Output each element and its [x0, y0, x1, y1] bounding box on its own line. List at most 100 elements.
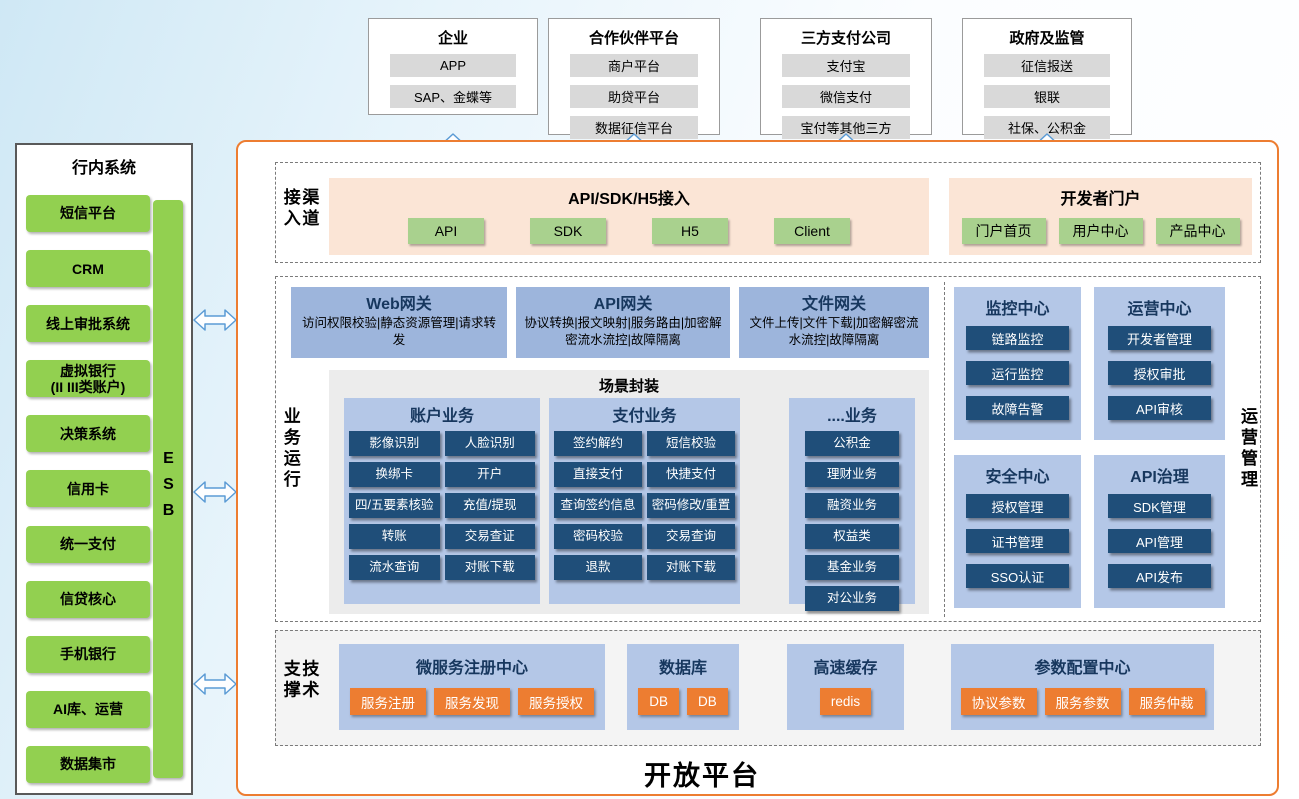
business-function-item: 短信校验 — [647, 431, 735, 456]
gateway-title: API网关 — [593, 296, 653, 313]
panel-title: 账户业务 — [409, 408, 474, 425]
tech-item: DB — [638, 688, 679, 715]
developer-portal-buttons: 门户首页用户中心产品中心 — [949, 218, 1252, 244]
portal-button: 门户首页 — [961, 218, 1046, 244]
internal-system-item: 数据集市 — [26, 745, 150, 783]
group-title: 合作伙伴平台 — [588, 30, 679, 47]
tech-group-items: DB DB — [627, 688, 739, 715]
business-function-item: 四/五要素核验 — [349, 493, 440, 518]
business-function-item: 转账 — [349, 524, 440, 549]
tech-group-items: redis — [787, 688, 904, 715]
tech-item: 服务发现 — [434, 688, 510, 715]
group-item: 宝付等其他三方 — [782, 116, 910, 139]
center-items: 开发者管理授权审批 API审核 — [1094, 326, 1225, 420]
center-item: 故障告警 — [966, 396, 1069, 420]
center-items: 链路监控运行监控故障告警 — [954, 326, 1081, 420]
group-item: 商户平台 — [570, 54, 698, 77]
business-function-item: 融资业务 — [805, 493, 899, 518]
panel-title: 支付业务 — [612, 408, 677, 425]
developer-portal-title: 开发者门户 — [1060, 191, 1141, 208]
access-button: H5 — [652, 218, 728, 244]
microservice-registry-box: 微服务注册中心 服务注册服务发现服务授权 — [339, 644, 605, 730]
business-function-item: 充值/提现 — [444, 493, 535, 518]
tech-group-title: 数据库 — [658, 660, 707, 677]
business-running-section: 业务运行 Web网关 访问权限校验|静态资源管理|请求转发 API网关 协议转换… — [275, 276, 1261, 622]
tech-item: DB — [687, 688, 728, 715]
portal-button: 产品中心 — [1155, 218, 1240, 244]
center-title: 运营中心 — [1127, 301, 1192, 318]
tech-item: 服务仲裁 — [1128, 688, 1205, 715]
monitoring-center-box: 监控中心 链路监控运行监控故障告警 — [954, 287, 1081, 440]
tech-item: redis — [819, 688, 872, 715]
center-item: 链路监控 — [966, 326, 1069, 350]
internal-system-item: 决策系统 — [26, 415, 150, 453]
internal-system-item: 信用卡 — [26, 470, 150, 508]
technical-support-label: 技术支撑 — [280, 659, 319, 702]
business-function-item: 影像识别 — [349, 431, 440, 456]
center-item: 授权管理 — [966, 494, 1069, 518]
tech-item: 协议参数 — [960, 688, 1037, 715]
center-item: 开发者管理 — [1108, 326, 1211, 350]
business-function-item: 直接支付 — [554, 462, 642, 487]
account-business-items: 影像识别人脸识别换绑卡开户四/五要素核验充值/提现转账交易查证流水查询对账下载 — [344, 431, 540, 580]
panel-title: ....业务 — [827, 408, 877, 425]
file-gateway-box: 文件网关 文件上传|文件下载|加密解密流水流控|故障隔离 — [739, 287, 929, 358]
tech-item: 服务授权 — [518, 688, 594, 715]
internal-system-item: 手机银行 — [26, 635, 150, 673]
cache-box: 高速缓存 redis — [787, 644, 904, 730]
group-item: 支付宝 — [782, 54, 910, 77]
business-function-item: 理财业务 — [805, 462, 899, 487]
business-function-item: 密码校验 — [554, 524, 642, 549]
dashed-divider — [944, 282, 945, 617]
business-function-item: 对公业务 — [805, 586, 899, 611]
gateway-description: 协议转换|报文映射|服务路由|加密解密流水流控|故障隔离 — [524, 316, 722, 347]
double-arrow-horizontal-icon — [193, 309, 237, 331]
business-function-item: 查询签约信息 — [554, 493, 642, 518]
group-item: 数据征信平台 — [570, 116, 698, 139]
business-function-item: 对账下载 — [444, 555, 535, 580]
business-function-item: 密码修改/重置 — [647, 493, 735, 518]
group-item: 社保、公积金 — [984, 116, 1110, 139]
business-function-item: 开户 — [444, 462, 535, 487]
api-access-title: API/SDK/H5接入 — [568, 191, 690, 208]
operation-center-box: 运营中心 开发者管理授权审批 API审核 — [1094, 287, 1225, 440]
other-business-items: 公积金理财业务融资业务权益类基金业务对公业务 — [789, 431, 915, 611]
business-function-item: 对账下载 — [647, 555, 735, 580]
center-item: SDK管理 — [1108, 494, 1211, 518]
group-item: 微信支付 — [782, 85, 910, 108]
center-item: SSO认证 — [966, 564, 1069, 588]
developer-portal-box: 开发者门户 门户首页用户中心产品中心 — [949, 178, 1252, 255]
external-group-partner-platform: 合作伙伴平台 商户平台助贷平台数据征信平台 — [548, 18, 720, 139]
group-title: 企业 — [437, 30, 468, 47]
parameter-config-box: 参数配置中心 协议参数服务参数服务仲裁 — [951, 644, 1214, 730]
center-item: API审核 — [1108, 396, 1211, 420]
platform-title: 开放平台 — [644, 761, 760, 791]
api-sdk-h5-access-box: API/SDK/H5接入 API SDK H5 Client — [329, 178, 929, 255]
internal-system-item: 线上审批系统 — [26, 305, 150, 343]
web-gateway-box: Web网关 访问权限校验|静态资源管理|请求转发 — [291, 287, 507, 358]
api-access-buttons: API SDK H5 Client — [329, 218, 929, 244]
payment-business-panel: 支付业务 签约解约短信校验直接支付快捷支付查询签约信息密码修改/重置密码校验交易… — [549, 398, 740, 604]
access-button: API — [408, 218, 484, 244]
access-button: Client — [774, 218, 850, 244]
tech-group-items: 协议参数服务参数服务仲裁 — [951, 688, 1214, 715]
access-button: SDK — [530, 218, 606, 244]
center-item: 授权审批 — [1108, 361, 1211, 385]
internal-system-item: 虚拟银行 (II III类账户) — [26, 360, 150, 398]
group-item: APP — [390, 54, 516, 77]
group-items: 商户平台助贷平台数据征信平台 — [549, 54, 719, 139]
account-business-panel: 账户业务 影像识别人脸识别换绑卡开户四/五要素核验充值/提现转账交易查证流水查询… — [344, 398, 540, 604]
tech-group-title: 高速缓存 — [813, 660, 878, 677]
business-function-item: 退款 — [554, 555, 642, 580]
business-function-item: 公积金 — [805, 431, 899, 456]
business-function-item: 换绑卡 — [349, 462, 440, 487]
